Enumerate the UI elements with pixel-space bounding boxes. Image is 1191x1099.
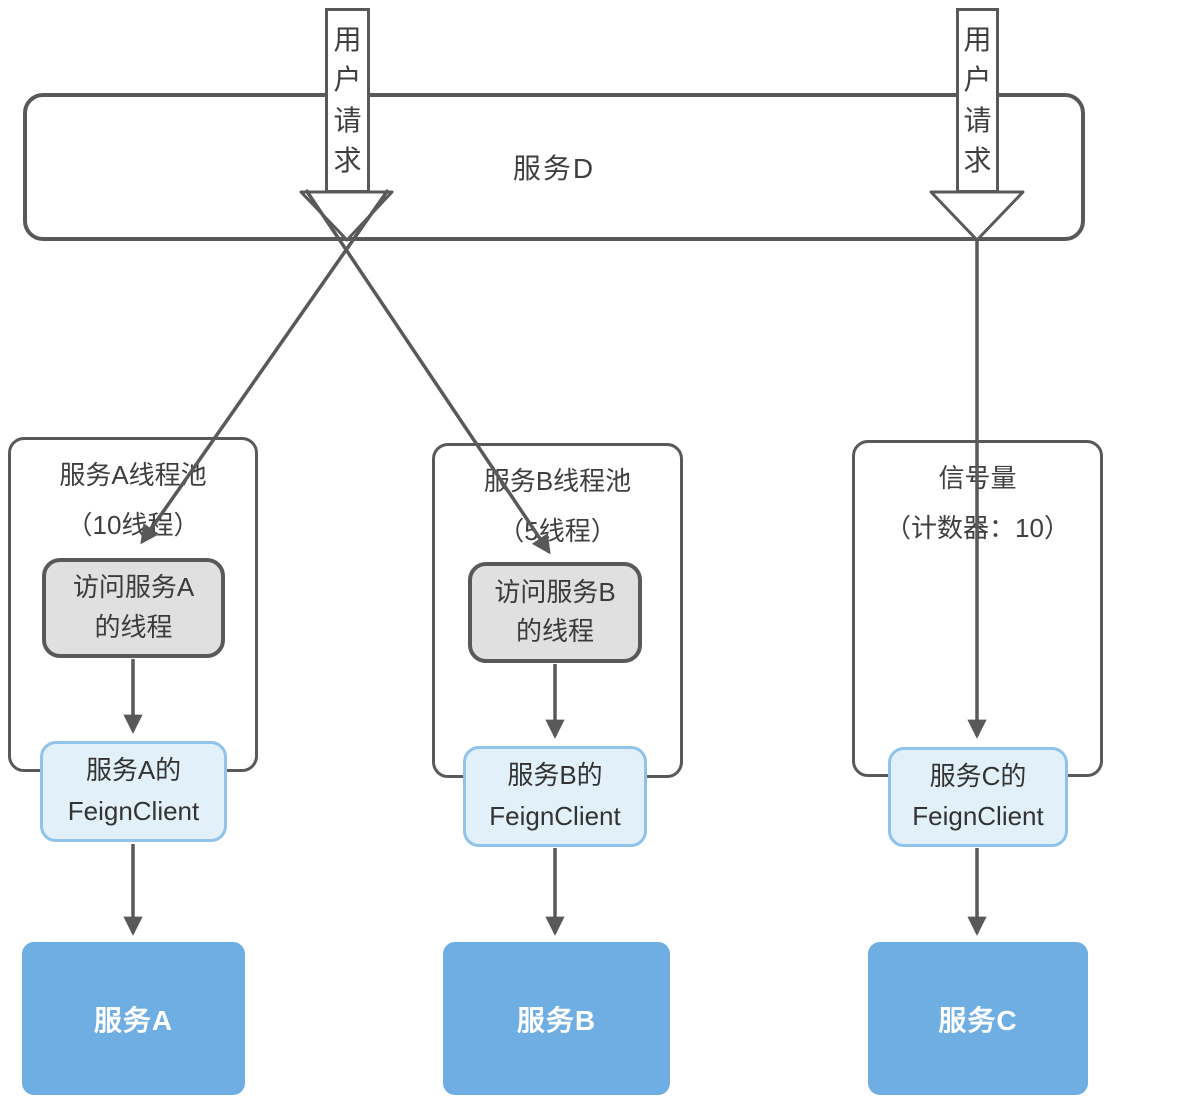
service-a-label: 服务A	[93, 1004, 174, 1036]
container-title-line1: 服务A线程池	[59, 460, 207, 490]
arrow-char: 请	[333, 104, 362, 136]
container-title-line1: 信号量	[938, 463, 1017, 493]
arrow-char: 求	[333, 145, 362, 177]
feign-line2: FeignClient	[67, 795, 200, 826]
arrow-char: 求	[963, 145, 992, 177]
feign-line2: FeignClient	[912, 801, 1044, 832]
service-c-box: 服务C	[868, 942, 1088, 1095]
semaphore-container: 信号量 （计数器：10）	[852, 440, 1103, 777]
thread-box-line2: 的线程	[94, 611, 173, 642]
thread-box-a: 访问服务A 的线程	[42, 558, 225, 658]
thread-box-line1: 访问服务B	[494, 576, 616, 607]
arrow-char: 请	[963, 104, 992, 136]
arrow-char: 用	[963, 23, 992, 55]
service-a-box: 服务A	[22, 942, 245, 1095]
service-b-label: 服务B	[516, 1004, 597, 1036]
thread-box-line1: 访问服务A	[72, 572, 195, 603]
feign-line1: 服务B的	[507, 760, 603, 791]
service-c-label: 服务C	[938, 1004, 1018, 1036]
service-d-box: 服务D	[23, 93, 1085, 241]
feign-client-a-box: 服务A的 FeignClient	[40, 741, 227, 842]
container-title-line2: （10线程）	[66, 510, 200, 540]
feign-line1: 服务C的	[929, 761, 1027, 792]
service-b-box: 服务B	[443, 942, 670, 1095]
container-title-line2: （5线程）	[498, 516, 617, 546]
arrow-char: 用	[333, 23, 362, 55]
user-request-arrow-left: 用 户 请 求	[325, 8, 370, 193]
container-title-line2: （计数器：10）	[885, 513, 1070, 543]
feign-line2: FeignClient	[489, 800, 621, 831]
thread-box-b: 访问服务B 的线程	[468, 562, 642, 663]
container-title-line1: 服务B线程池	[483, 466, 632, 496]
feign-client-b-box: 服务B的 FeignClient	[463, 746, 647, 847]
feign-line1: 服务A的	[85, 755, 182, 786]
user-request-arrow-right: 用 户 请 求	[956, 8, 999, 193]
arrow-char: 户	[333, 64, 362, 96]
arrow-char: 户	[963, 64, 992, 96]
feign-client-c-box: 服务C的 FeignClient	[888, 747, 1068, 847]
thread-box-line2: 的线程	[515, 616, 594, 647]
service-d-label: 服务D	[512, 153, 596, 184]
